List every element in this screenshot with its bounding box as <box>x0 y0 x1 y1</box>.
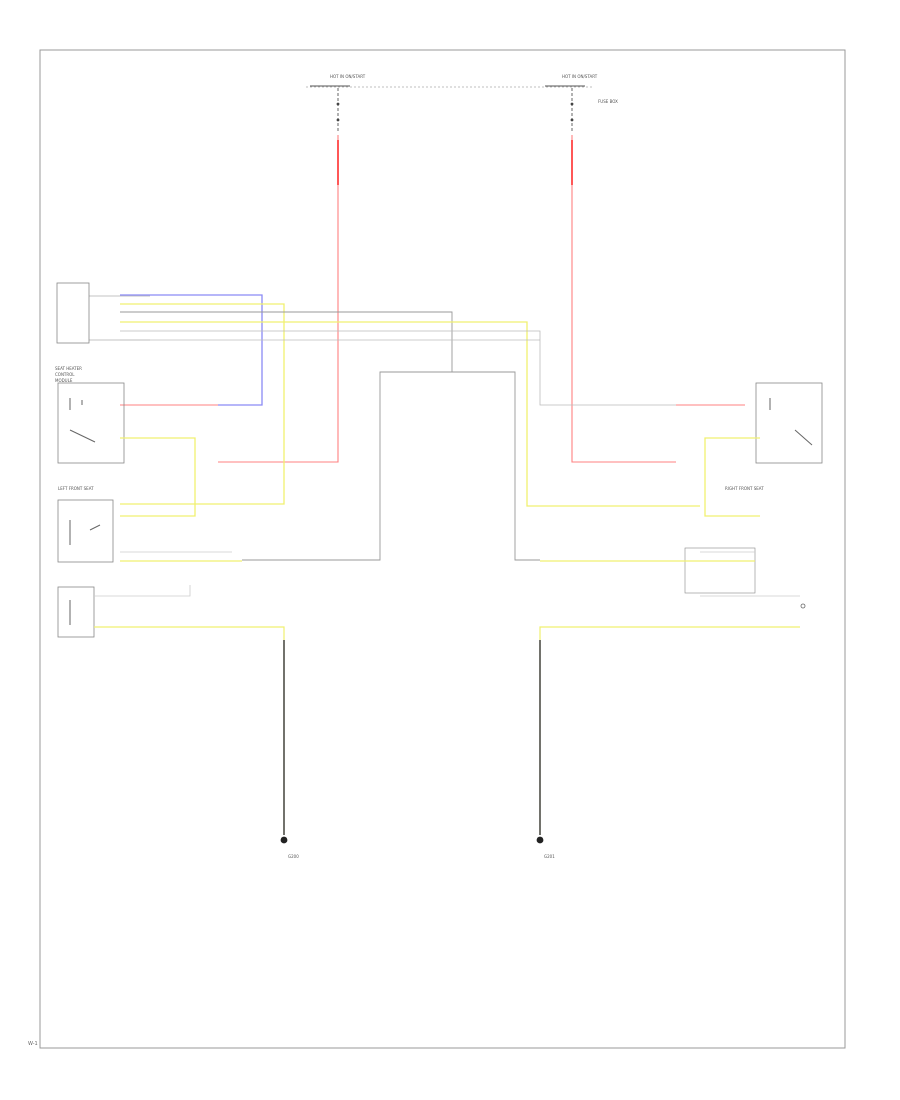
right-seat-heater <box>540 547 756 594</box>
control-module: SEAT HEATER CONTROL MODULE <box>55 282 150 383</box>
svg-text:CONTROL: CONTROL <box>55 372 75 377</box>
module-label: SEAT HEATER <box>55 366 82 371</box>
power-wire-right <box>571 135 745 463</box>
right-seat-yellow-loop <box>704 437 760 517</box>
diagram-border <box>39 49 846 1049</box>
fuse-right-title: HOT IN ON/START <box>562 74 598 79</box>
right-seat-label: RIGHT FRONT SEAT <box>725 486 764 491</box>
left-seat-yellow-loop <box>120 437 196 517</box>
ground-right: G201 <box>536 836 555 859</box>
svg-text:MODULE: MODULE <box>55 378 73 383</box>
module-yellow-wire-2 <box>120 321 700 507</box>
left-seat-label: LEFT FRONT SEAT <box>58 486 94 491</box>
top-power-bus: HOT IN ON/START HOT IN ON/START FUSE BOX <box>306 74 618 104</box>
ground-right-label: G201 <box>544 854 555 859</box>
left-seat-switch: LEFT FRONT SEAT <box>57 382 125 491</box>
fuse-left <box>336 88 340 132</box>
ground-left-label: G200 <box>288 854 299 859</box>
left-seat-heater <box>57 499 242 563</box>
ground-left: G200 <box>280 836 299 859</box>
module-blue-wire <box>120 294 263 406</box>
module-gray-wire <box>120 311 540 561</box>
right-seat-switch: RIGHT FRONT SEAT <box>725 382 823 491</box>
fuse-left-title: HOT IN ON/START <box>330 74 366 79</box>
fuse-right <box>570 88 574 132</box>
module-gray-wire-2 <box>120 330 676 406</box>
module-yellow-wire-1 <box>120 303 285 505</box>
left-seat-sensor <box>57 585 285 835</box>
right-seat-sensor <box>539 595 806 835</box>
fuse-right-note: FUSE BOX <box>598 99 618 104</box>
footer-reference: W-1 <box>28 1041 38 1047</box>
power-wire-left <box>120 135 339 463</box>
